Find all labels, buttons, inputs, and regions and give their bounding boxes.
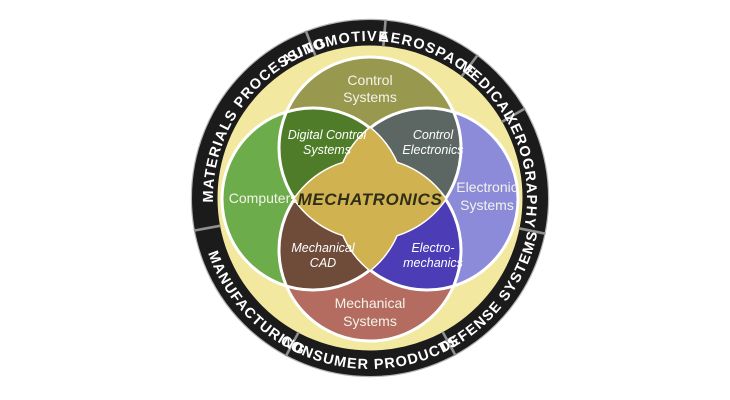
center-fill [279, 159, 461, 239]
ring-dividers [193, 19, 546, 357]
label-electro-mechanics-line2: mechanics [403, 256, 463, 270]
label-control-systems-line2: Systems [343, 89, 397, 105]
label-control-electronics-line1: Control [413, 128, 455, 142]
label-mechatronics: MECHATRONICS [298, 190, 443, 209]
label-control-electronics-line2: Electronics [402, 143, 463, 157]
label-mechanical-systems-line1: Mechanical [335, 295, 406, 311]
ring-divider [518, 227, 546, 235]
center-star-horizontal-lens [336, 108, 404, 290]
ring-divider [441, 330, 457, 356]
industry-ring [191, 19, 549, 377]
label-mechanical-cad-line1: Mechanical [291, 241, 355, 255]
label-digital-control-line2: Systems [303, 143, 351, 157]
ring-divider [500, 107, 526, 124]
center-star-vertical-lens [279, 159, 461, 239]
label-mechanical-systems-line2: Systems [343, 313, 397, 329]
ring-divider [304, 30, 317, 57]
label-electronic-systems-line2: Systems [460, 197, 514, 213]
ring-outer-outline [190, 18, 550, 378]
ring-divider [460, 54, 479, 78]
ring-divider [193, 224, 221, 232]
label-computers: Computers [229, 190, 297, 206]
label-control-systems-line1: Control [347, 72, 392, 88]
center-fill [336, 108, 404, 290]
label-mechanical-cad-line2: CAD [310, 256, 336, 270]
label-electronic-systems-line1: Electronic [456, 179, 517, 195]
label-digital-control-line1: Digital Control [288, 128, 368, 142]
label-electro-mechanics-line1: Electro- [411, 241, 454, 255]
ring-divider [382, 19, 387, 47]
ring-divider [284, 331, 300, 357]
